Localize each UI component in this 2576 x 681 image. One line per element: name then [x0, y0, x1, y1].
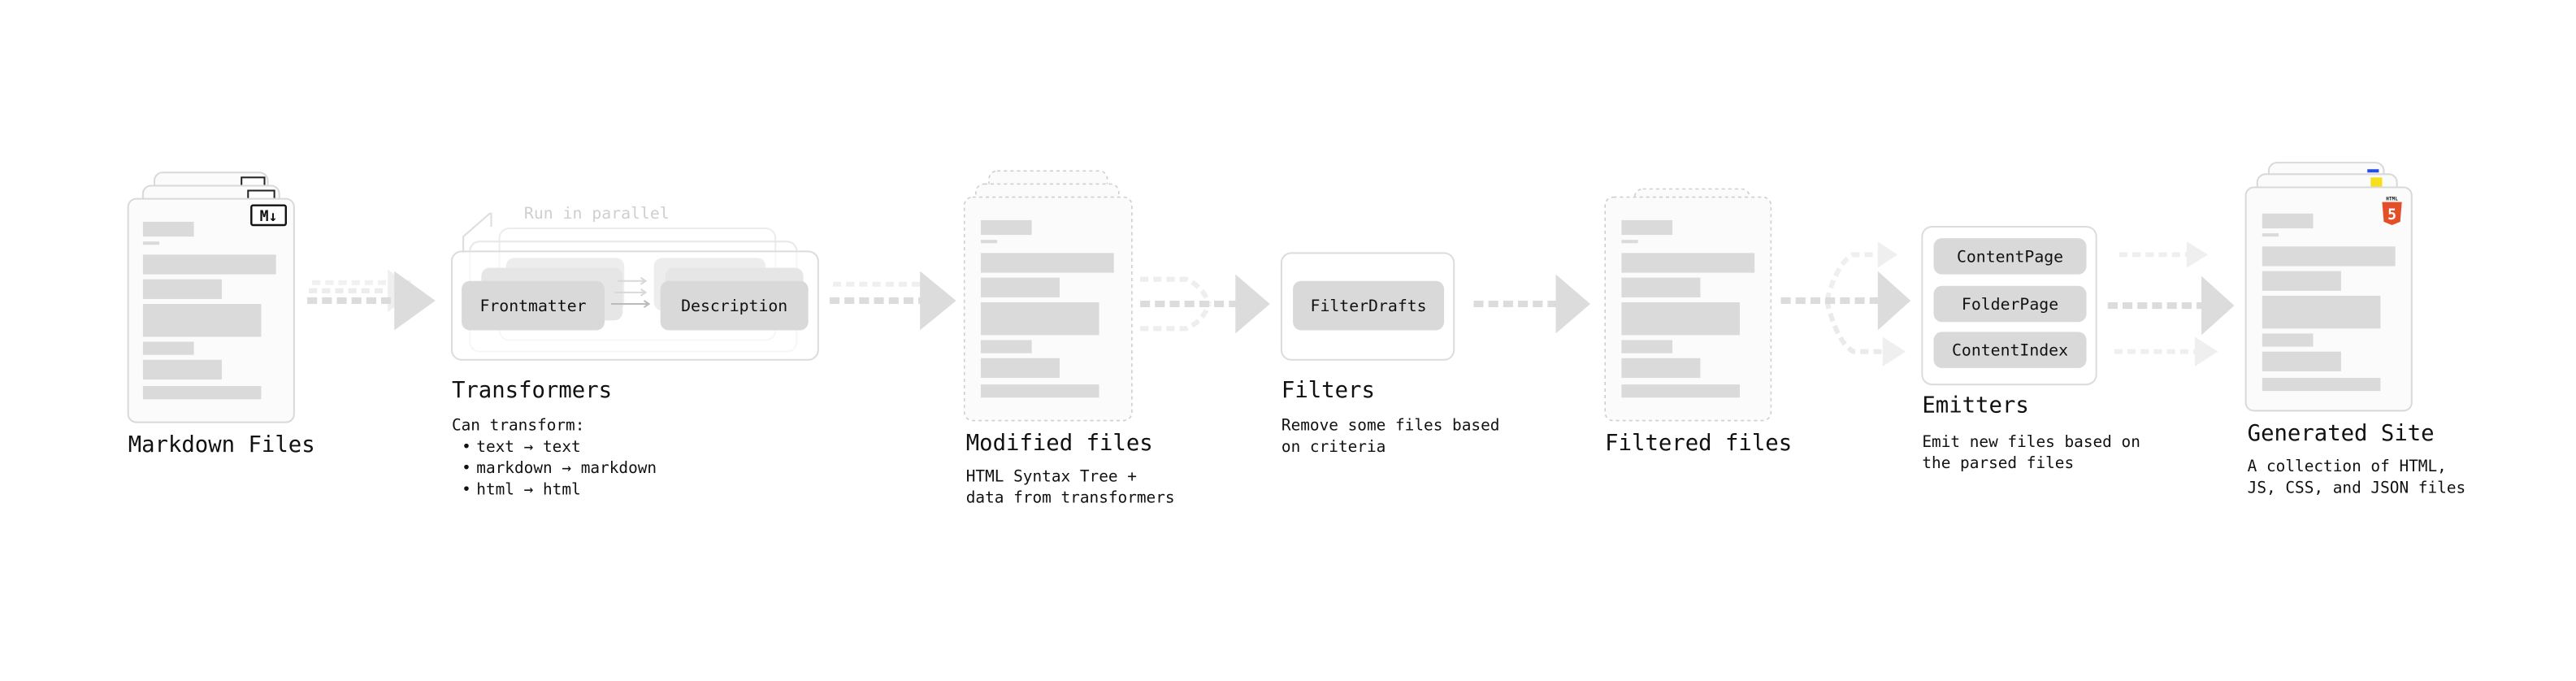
generated-site-title: Generated Site [2248, 421, 2435, 446]
placeholder-bar [2262, 295, 2381, 329]
placeholder-bar [142, 221, 194, 237]
placeholder-bar [1621, 219, 1673, 236]
description-plugin[interactable]: Description [660, 280, 809, 331]
placeholder-bar [2262, 271, 2341, 291]
markdown-files-stack: M↓ [127, 171, 295, 423]
filterdrafts-plugin[interactable]: FilterDrafts [1293, 280, 1445, 331]
placeholder-bar [980, 219, 1032, 236]
placeholder-bar [2262, 246, 2396, 267]
placeholder-bar [142, 304, 262, 337]
svg-text:HTML: HTML [2386, 197, 2398, 202]
placeholder-bar [1621, 301, 1740, 336]
modified-files-desc: HTML Syntax Tree + [966, 466, 1137, 485]
list-item: text → text [476, 437, 580, 456]
placeholder-content [142, 221, 276, 400]
emitters-desc: the parsed files [1922, 453, 2074, 472]
svg-text:•: • [462, 437, 471, 456]
generated-site-desc: JS, CSS, and JSON files [2248, 479, 2466, 497]
filtered-files-stack [1604, 188, 1772, 422]
arrow-transformers-to-modified [829, 271, 956, 331]
frontmatter-plugin[interactable]: Frontmatter [462, 280, 605, 331]
markdown-icon: M↓ [250, 204, 287, 227]
svg-text:•: • [462, 480, 471, 499]
transformers-stage: Run in parallel Frontmatter Description [450, 204, 819, 361]
arrow-modified-to-filters [1140, 274, 1270, 334]
placeholder-bar [142, 279, 222, 299]
placeholder-bar [980, 240, 998, 244]
placeholder-bar [142, 341, 194, 355]
arrow-emitters-to-site [2107, 241, 2235, 367]
svg-text:5: 5 [2387, 206, 2396, 223]
placeholder-bar [142, 241, 160, 245]
markdown-files-title: Markdown Files [128, 432, 315, 458]
generated-site-stack: HTML 5 [2244, 162, 2413, 412]
folderpage-plugin[interactable]: FolderPage [1933, 285, 2087, 323]
filters-desc: Remove some files based [1281, 416, 1500, 435]
placeholder-content [2262, 213, 2396, 392]
transformers-desc-heading: Can transform: [452, 416, 584, 435]
filters-title: Filters [1281, 378, 1375, 403]
placeholder-bar [980, 340, 1032, 354]
transformers-desc-list: • text → text • markdown → markdown • html … [462, 437, 657, 499]
svg-text:Frontmatter: Frontmatter [479, 297, 586, 315]
placeholder-bar [1621, 340, 1673, 354]
html5-icon: HTML 5 [2382, 197, 2402, 225]
modified-files-stack [963, 170, 1133, 422]
placeholder-bar [2262, 233, 2279, 237]
placeholder-bar [980, 253, 1114, 273]
css-icon [2367, 169, 2379, 173]
run-in-parallel-label: Run in parallel [524, 204, 670, 223]
placeholder-bar [980, 277, 1060, 297]
placeholder-bar [980, 301, 1099, 336]
placeholder-bar [1621, 358, 1701, 378]
arrow-markdown-to-transformers [307, 269, 436, 331]
placeholder-bar [1621, 240, 1638, 244]
list-item: html → html [476, 480, 580, 499]
filters-desc: on criteria [1281, 437, 1386, 456]
placeholder-bar [2262, 377, 2381, 392]
svg-text:ContentIndex: ContentIndex [1952, 341, 2068, 360]
placeholder-bar [1621, 253, 1755, 273]
svg-text:•: • [462, 458, 471, 477]
placeholder-bar [2262, 213, 2314, 229]
placeholder-bar [980, 358, 1060, 378]
contentindex-plugin[interactable]: ContentIndex [1933, 332, 2087, 368]
placeholder-content [980, 219, 1114, 398]
placeholder-bar [2262, 351, 2341, 371]
svg-text:ContentPage: ContentPage [1957, 247, 2063, 266]
contentpage-plugin[interactable]: ContentPage [1933, 238, 2087, 275]
modified-files-desc: data from transformers [966, 488, 1175, 507]
filtered-files-title: Filtered files [1605, 431, 1792, 456]
svg-text:FolderPage: FolderPage [1962, 295, 2058, 314]
arrow-filtered-to-emitters [1780, 241, 1911, 367]
js-icon [2370, 177, 2383, 188]
svg-text:FilterDrafts: FilterDrafts [1311, 297, 1427, 315]
placeholder-bar [142, 254, 276, 275]
svg-text:M↓: M↓ [260, 208, 278, 225]
arrow-filters-to-filtered [1473, 274, 1590, 334]
placeholder-bar [142, 359, 222, 380]
transformers-title: Transformers [452, 378, 612, 403]
placeholder-bar [2262, 333, 2314, 347]
emitters-desc: Emit new files based on [1922, 432, 2140, 451]
placeholder-bar [1621, 277, 1701, 297]
placeholder-bar [142, 386, 262, 400]
modified-files-title: Modified files [966, 431, 1153, 456]
emitters-title: Emitters [1922, 393, 2028, 418]
generated-site-desc: A collection of HTML, [2248, 457, 2447, 475]
placeholder-bar [980, 384, 1099, 398]
parallel-arrows [611, 276, 651, 308]
placeholder-content [1621, 219, 1755, 398]
svg-text:Description: Description [681, 297, 787, 315]
placeholder-bar [1621, 384, 1740, 398]
list-item: markdown → markdown [476, 458, 657, 477]
